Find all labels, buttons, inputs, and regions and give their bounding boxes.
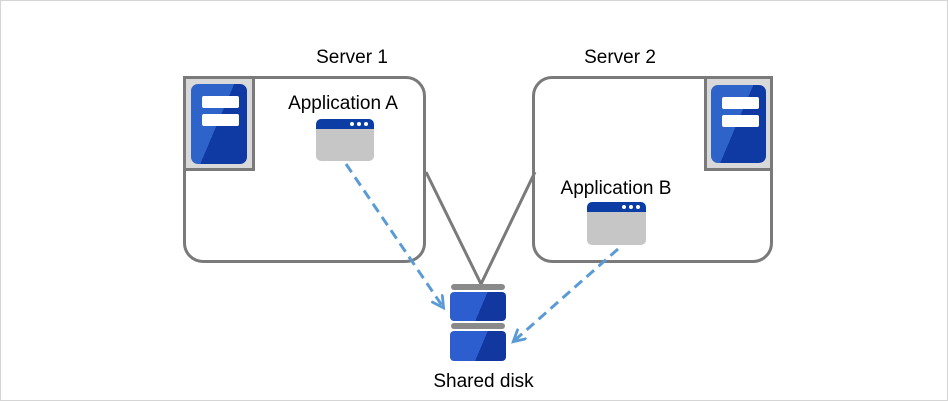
- window-buttons-icon: [622, 205, 640, 209]
- window-body: [587, 212, 646, 245]
- server2-title: Server 2: [584, 47, 656, 68]
- window-buttons-icon: [350, 122, 368, 126]
- window-titlebar: [316, 119, 374, 129]
- server1-title: Server 1: [316, 47, 388, 68]
- server-tower-icon: [711, 85, 766, 163]
- tower-slot: [722, 97, 759, 109]
- server2-to-disk-line: [479, 171, 537, 285]
- disk-stack-icon: [451, 323, 505, 329]
- app-window-icon: [587, 202, 646, 245]
- disk-stack-icon: [451, 284, 505, 290]
- tower-slot: [722, 115, 759, 127]
- server-tower-icon: [191, 84, 247, 164]
- disk-stack-icon: [450, 331, 506, 361]
- shared-disk-label: Shared disk: [433, 371, 534, 392]
- window-titlebar: [587, 202, 646, 212]
- server1-to-disk-line: [424, 171, 483, 285]
- tower-slot: [202, 96, 239, 108]
- window-body: [316, 129, 374, 161]
- application-a-label: Application A: [288, 93, 398, 114]
- app-window-icon: [316, 119, 374, 161]
- tower-slot: [202, 114, 239, 126]
- application-b-label: Application B: [560, 178, 672, 199]
- disk-stack-icon: [450, 292, 506, 321]
